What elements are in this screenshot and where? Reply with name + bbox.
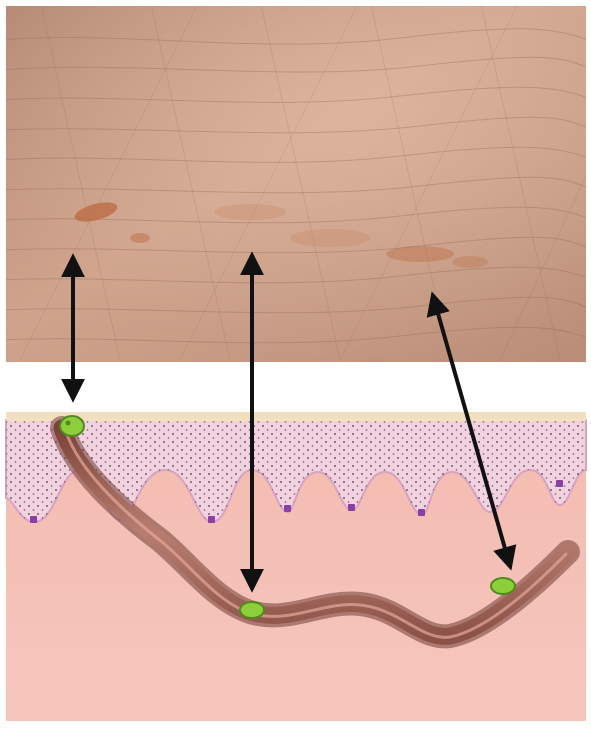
stratum-corneum	[6, 412, 586, 421]
mite-marker-middle	[240, 602, 264, 618]
mite-marker-right	[491, 578, 515, 594]
panel-separator	[6, 362, 586, 414]
skin-cross-section-illustration	[6, 412, 586, 721]
skin-surface-photo	[0, 0, 591, 362]
mite-marker-surface	[60, 416, 84, 436]
